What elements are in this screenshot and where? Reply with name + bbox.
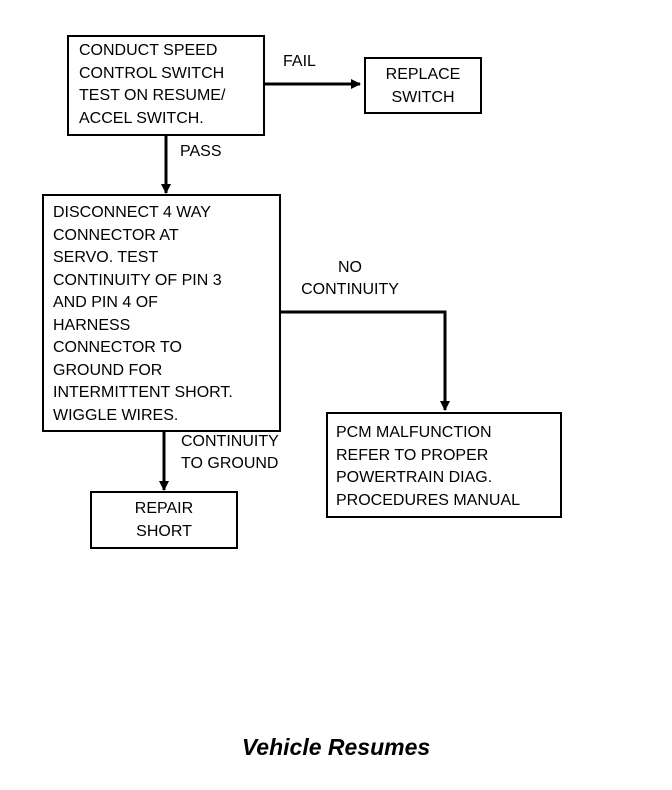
box-line: REPLACE — [385, 66, 461, 83]
box-line: WIGGLE WIRES. — [53, 406, 179, 424]
box-line: SHORT — [136, 522, 192, 540]
box-line: INTERMITTENT SHORT. — [53, 384, 233, 401]
box-line: HARNESS — [53, 316, 131, 334]
box-line: POWERTRAIN DIAG. — [336, 469, 493, 486]
no-continuity-arrow — [281, 310, 450, 411]
box-line: CONTINUITY OF PIN 3 — [53, 271, 222, 289]
pcm-malfunction-box: PCM MALFUNCTION REFER TO PROPER POWERTRA… — [326, 412, 562, 518]
speed-control-test-box: CONDUCT SPEED CONTROL SWITCH TEST ON RES… — [67, 35, 265, 136]
no-continuity-label: NO CONTINUITY — [290, 257, 410, 301]
label-line: TO GROUND — [181, 455, 279, 472]
label-line: CONTINUITY — [181, 433, 279, 450]
figure-caption: Vehicle Resumes — [241, 734, 431, 760]
box-line: CONTROL SWITCH — [79, 64, 225, 82]
box-line: CONNECTOR AT — [53, 226, 179, 244]
box-line: SERVO. TEST — [53, 249, 159, 266]
box-line: PCM MALFUNCTION — [336, 424, 492, 441]
pass-label: PASS — [180, 143, 222, 160]
label-line: CONTINUITY — [301, 281, 399, 298]
box-line: CONNECTOR TO — [53, 339, 182, 356]
replace-switch-box: REPLACE SWITCH — [364, 57, 482, 114]
box-line: TEST ON RESUME/ — [79, 87, 226, 104]
box-line: CONDUCT SPEED — [79, 42, 218, 59]
box-line: PROCEDURES MANUAL — [336, 491, 521, 509]
box-line: REFER TO PROPER — [336, 446, 489, 464]
continuity-to-ground-label: CONTINUITY TO GROUND — [181, 431, 279, 475]
fail-label: FAIL — [283, 53, 316, 70]
box-line: REPAIR — [134, 500, 194, 517]
box-line: GROUND FOR — [53, 361, 163, 379]
box-line: SWITCH — [391, 88, 455, 106]
label-line: NO — [338, 259, 362, 276]
box-line: ACCEL SWITCH. — [79, 109, 204, 127]
box-line: DISCONNECT 4 WAY — [53, 204, 211, 221]
disconnect-connector-box: DISCONNECT 4 WAY CONNECTOR AT SERVO. TES… — [42, 194, 281, 432]
repair-short-box: REPAIR SHORT — [90, 491, 238, 549]
box-line: AND PIN 4 OF — [53, 294, 158, 311]
